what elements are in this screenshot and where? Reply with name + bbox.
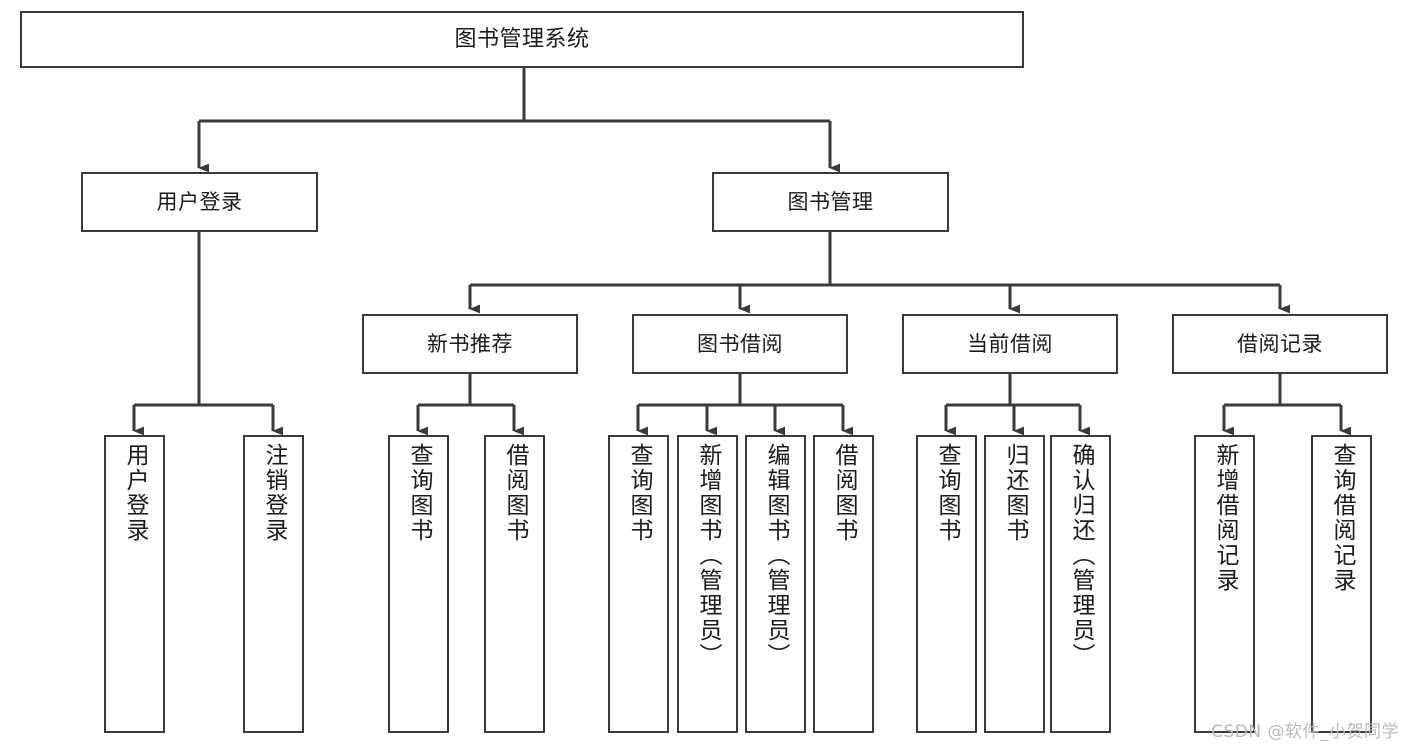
node-leaf-borrow-book[interactable]: 借阅图书 — [813, 435, 874, 733]
node-leaf-borrow-book-recommend[interactable]: 借阅图书 — [484, 435, 545, 733]
node-leaf-query-borrow-record[interactable]: 查询借阅记录 — [1311, 435, 1372, 733]
node-leaf-logout-login[interactable]: 注销登录 — [243, 435, 304, 733]
node-label: 编辑图书（管理员） — [763, 443, 789, 668]
node-label: 查询图书 — [934, 443, 960, 543]
node-book-management[interactable]: 图书管理 — [712, 172, 949, 232]
node-leaf-query-book-current[interactable]: 查询图书 — [916, 435, 977, 733]
node-label: 新书推荐 — [427, 331, 513, 356]
node-root-system[interactable]: 图书管理系统 — [20, 11, 1024, 68]
node-label: 当前借阅 — [967, 331, 1053, 356]
node-label: 图书管理 — [787, 189, 874, 214]
node-book-borrow[interactable]: 图书借阅 — [632, 314, 848, 374]
node-label: 查询图书 — [406, 443, 432, 543]
node-leaf-return-book[interactable]: 归还图书 — [984, 435, 1045, 733]
node-label: 用户登录 — [122, 443, 148, 543]
node-label: 图书借阅 — [697, 331, 783, 356]
node-label: 查询图书 — [626, 443, 652, 543]
node-new-book-recommend[interactable]: 新书推荐 — [362, 314, 578, 374]
node-label: 借阅图书 — [502, 443, 528, 543]
watermark-text: CSDN @软件_小贺同学 — [1211, 722, 1399, 742]
node-label: 注销登录 — [261, 443, 287, 543]
node-label: 确认归还（管理员） — [1068, 443, 1094, 668]
node-current-borrow[interactable]: 当前借阅 — [902, 314, 1118, 374]
node-label: 查询借阅记录 — [1329, 443, 1355, 593]
node-label: 归还图书 — [1002, 443, 1028, 543]
node-leaf-add-borrow-record[interactable]: 新增借阅记录 — [1194, 435, 1255, 733]
node-label: 新增借阅记录 — [1212, 443, 1238, 593]
node-leaf-user-login[interactable]: 用户登录 — [104, 435, 165, 733]
node-label: 新增图书（管理员） — [695, 443, 721, 668]
node-leaf-confirm-return[interactable]: 确认归还（管理员） — [1050, 435, 1111, 733]
node-leaf-query-book-borrow[interactable]: 查询图书 — [608, 435, 669, 733]
node-leaf-query-book-recommend[interactable]: 查询图书 — [388, 435, 449, 733]
node-borrow-record[interactable]: 借阅记录 — [1172, 314, 1388, 374]
node-label: 图书管理系统 — [454, 26, 590, 52]
node-leaf-edit-book[interactable]: 编辑图书（管理员） — [745, 435, 806, 733]
node-label: 借阅图书 — [831, 443, 857, 543]
node-label: 借阅记录 — [1237, 331, 1323, 356]
node-leaf-add-book[interactable]: 新增图书（管理员） — [677, 435, 738, 733]
node-user-login[interactable]: 用户登录 — [81, 172, 318, 232]
node-label: 用户登录 — [156, 189, 243, 214]
